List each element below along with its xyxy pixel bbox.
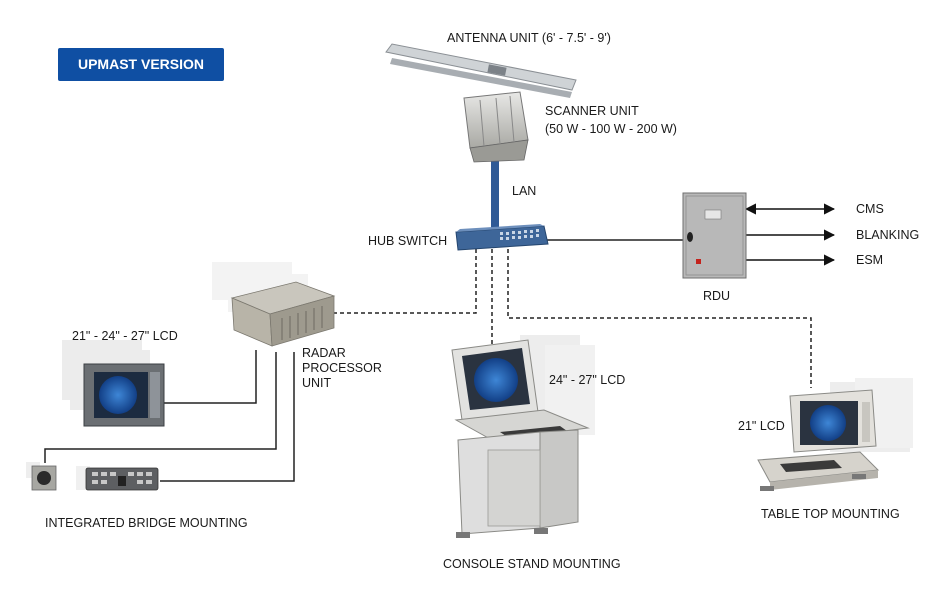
tabletop-mounting-label: TABLE TOP MOUNTING [761,507,900,521]
bridge-keypad [76,466,159,491]
scanner-power-label: (50 W - 100 W - 200 W) [545,122,677,136]
radar-processor-unit [212,262,336,347]
hub-processor-link [330,249,477,314]
hub-tabletop-link [507,249,812,388]
rdu-box [682,192,747,279]
trackball-unit [26,462,57,491]
bridge-lcd-label: 21" - 24" - 27" LCD [72,329,178,343]
console-lcd-label: 24" - 27" LCD [549,373,626,387]
lan-mast [491,150,499,234]
bridge-lcd-monitor [62,340,165,427]
antenna-unit-label: ANTENNA UNIT (6' - 7.5' - 9') [447,31,611,45]
hub-switch [455,224,549,251]
scanner-unit-label: SCANNER UNIT [545,104,639,118]
rdu-label: RDU [703,289,731,303]
radar-processor-label-1: RADAR [302,346,346,360]
tabletop-lcd-label: 21" LCD [738,419,785,433]
cms-label: CMS [856,202,884,216]
console-stand [451,335,595,538]
version-badge: UPMAST VERSION [58,48,224,81]
connections [44,150,836,482]
console-mounting-label: CONSOLE STAND MOUNTING [443,557,621,571]
scanner-unit [463,91,529,163]
hub-switch-label: HUB SWITCH [368,234,448,248]
lan-label: LAN [512,184,537,198]
bridge-mounting-label: INTEGRATED BRIDGE MOUNTING [45,516,248,530]
processor-keypad-link [160,352,295,482]
radar-processor-label-2: PROCESSOR [302,361,382,375]
processor-lcd-link [162,350,257,404]
processor-trackball-link [44,352,277,463]
antenna-unit [385,43,577,98]
radar-processor-label-3: UNIT [302,376,332,390]
blanking-label: BLANKING [856,228,920,242]
esm-label: ESM [856,253,884,267]
table-top-workstation [757,378,913,491]
